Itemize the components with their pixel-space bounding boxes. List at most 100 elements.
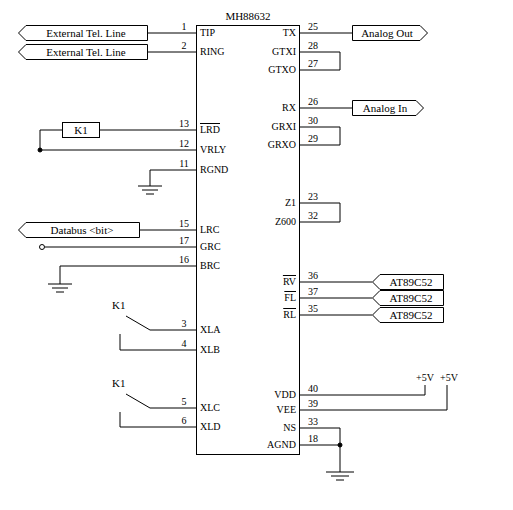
pin-number: 26 [308,96,318,107]
relay-label: K1 [112,378,125,389]
pin-name: LRD [200,124,220,135]
pin-name: GRXO [268,139,296,150]
pin-name: XLD [200,421,221,432]
relay-contact [126,316,150,330]
ground-symbol [48,284,72,292]
signal-tag: External Tel. Line [18,25,148,41]
pin-number: 5 [182,396,187,407]
wire [300,445,340,446]
signal-tag: Databus <bit> [18,222,140,238]
wire [300,52,340,70]
wire [150,170,196,186]
pin-number: 16 [179,254,189,265]
ground-symbol [326,472,354,480]
pin-number: 12 [179,138,189,149]
wire [120,412,196,427]
wire [300,428,340,429]
node-label: MH88632 [197,9,299,23]
pin-name: AGND [267,439,296,450]
pin-number: 39 [308,398,318,409]
junction-dot [38,148,42,152]
node-label: K1 [62,122,100,138]
pin-wire [300,108,352,109]
pin-name: LRC [200,224,219,235]
wire [40,150,196,151]
pin-wire [148,52,196,53]
mcu-tag: AT89C52 [372,290,444,306]
wire [300,385,447,410]
pin-wire [140,230,196,231]
pin-number: 29 [308,133,318,144]
wire [340,428,341,472]
pin-name: GRXI [272,121,296,132]
supply-label: +5V [440,372,458,383]
pin-number: 33 [308,416,318,427]
pin-name: BRC [200,260,220,271]
pin-name: TX [283,27,296,38]
relay-coil: K1 [62,122,100,138]
pin-name: RL [283,309,296,320]
pin-number: 28 [308,40,318,51]
pin-name: GRC [200,241,221,252]
pin-name: FL [284,292,296,303]
ground-symbol [138,186,162,194]
wire [40,130,62,150]
wire [60,266,196,284]
pin-number: 13 [179,118,189,129]
pin-number: 6 [182,415,187,426]
pin-number: 37 [308,286,318,297]
pin-name: GTXI [272,46,296,57]
pin-number: 36 [308,270,318,281]
pin-number: 2 [182,40,187,51]
node-label: External Tel. Line [18,25,148,41]
node-label: Analog In [352,100,424,116]
pin-name: RING [200,46,224,57]
pin-number: 30 [308,115,318,126]
signal-tag: Analog Out [352,25,428,41]
pin-wire [300,315,372,316]
pin-number: 25 [308,21,318,32]
junction-dot [338,443,342,447]
pin-name: XLA [200,324,221,335]
wire [300,385,425,395]
wire [150,408,196,409]
relay-contact [126,394,150,408]
node-label: Databus <bit> [18,222,140,238]
mcu-tag: AT89C52 [372,307,444,323]
pin-number: 32 [308,210,318,221]
node-label: AT89C52 [372,274,444,290]
wire [45,247,196,248]
node-label: AT89C52 [372,307,444,323]
pin-number: 1 [182,21,187,32]
pin-name: TIP [200,27,215,38]
pin-name: XLB [200,344,220,355]
pin-number: 4 [182,338,187,349]
pin-number: 35 [308,303,318,314]
wire [300,127,340,145]
pin-wire [300,33,352,34]
pin-name: RV [283,276,296,287]
node-label: External Tel. Line [18,44,148,60]
pin-number: 17 [179,235,189,246]
pin-name: XLC [200,402,220,413]
pin-number: 15 [179,218,189,229]
pin-number: 40 [308,383,318,394]
pin-name: VDD [274,389,296,400]
pin-wire [300,298,372,299]
pin-wire [300,282,372,283]
terminal [40,245,45,250]
signal-tag: External Tel. Line [18,44,148,60]
wire [300,203,340,222]
pin-name: RGND [200,164,228,175]
pin-number: 18 [308,433,318,444]
pin-number: 27 [308,58,318,69]
node-label: AT89C52 [372,290,444,306]
pin-number: 23 [308,191,318,202]
wire [120,334,196,350]
signal-tag: Analog In [352,100,424,116]
pin-name: GTXO [268,64,296,75]
mcu-tag: AT89C52 [372,274,444,290]
wire [150,330,196,331]
